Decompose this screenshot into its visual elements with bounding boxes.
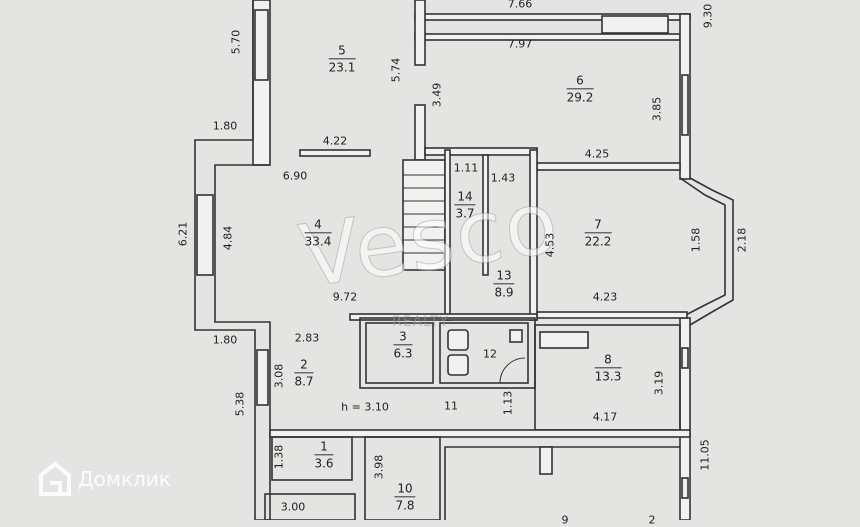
room-11: 11: [444, 399, 458, 413]
dim: 1.80: [212, 333, 238, 347]
dim: 3.85: [650, 96, 664, 122]
wall-left-outer: [194, 139, 271, 520]
window: [681, 477, 689, 499]
dim: 5.70: [229, 29, 243, 55]
dim: 3.19: [652, 370, 666, 396]
dim: 7.66: [507, 0, 533, 11]
dim: 3.49: [430, 82, 444, 108]
room-12: 12: [483, 347, 497, 361]
room-10-walls: [364, 436, 441, 520]
wall-stub-mid: [414, 104, 426, 161]
window: [256, 349, 269, 406]
dim: 1.13: [501, 390, 515, 416]
room-partial: 2: [648, 513, 656, 527]
dim: 1.11: [453, 161, 479, 175]
wall-room6-top: [414, 33, 681, 41]
dim: 7.97: [507, 37, 533, 51]
wall-corridor-bottom: [269, 429, 691, 438]
dim: 5.38: [233, 391, 247, 417]
house-icon: [39, 461, 71, 496]
dim: 4.25: [584, 147, 610, 161]
watermark-realty: REALTY: [392, 314, 450, 330]
staircase: [402, 159, 446, 271]
window: [196, 194, 214, 276]
wall-stub-top: [414, 0, 426, 66]
dim: 11.05: [698, 439, 712, 471]
dim: 3.98: [372, 454, 386, 480]
dim: 9.72: [332, 290, 358, 304]
dim: 2.18: [735, 227, 749, 253]
dim: 1.38: [272, 444, 286, 470]
domclick-text: Домклик: [78, 467, 171, 491]
dim: 6.21: [176, 221, 190, 247]
dim: 1.80: [212, 119, 238, 133]
dim: 9.30: [701, 3, 715, 29]
dim: 4.53: [543, 232, 557, 258]
wall-bay-window: [679, 177, 734, 326]
window: [254, 9, 269, 81]
wall-room7-bottom: [536, 311, 688, 319]
dim: 1.43: [490, 171, 516, 185]
dim: 4.22: [322, 134, 348, 148]
dim: 4.84: [221, 225, 235, 251]
window: [681, 74, 689, 136]
dim: 4.17: [592, 410, 618, 424]
room-9: 9: [561, 513, 569, 527]
dim: 3.00: [280, 500, 306, 514]
dim: 3.08: [272, 363, 286, 389]
dim: 2.83: [294, 331, 320, 345]
ceiling-height: h = 3.10: [341, 400, 389, 414]
room-1-walls: [271, 436, 353, 481]
window: [601, 15, 669, 34]
dim: 1.58: [689, 227, 703, 253]
dim: 6.90: [282, 169, 308, 183]
wall-room6-bottom: [536, 162, 681, 171]
window: [681, 347, 689, 369]
dim: 5.74: [389, 57, 403, 83]
dim: 4.23: [592, 290, 618, 304]
domclick-logo: Домклик: [38, 461, 171, 497]
